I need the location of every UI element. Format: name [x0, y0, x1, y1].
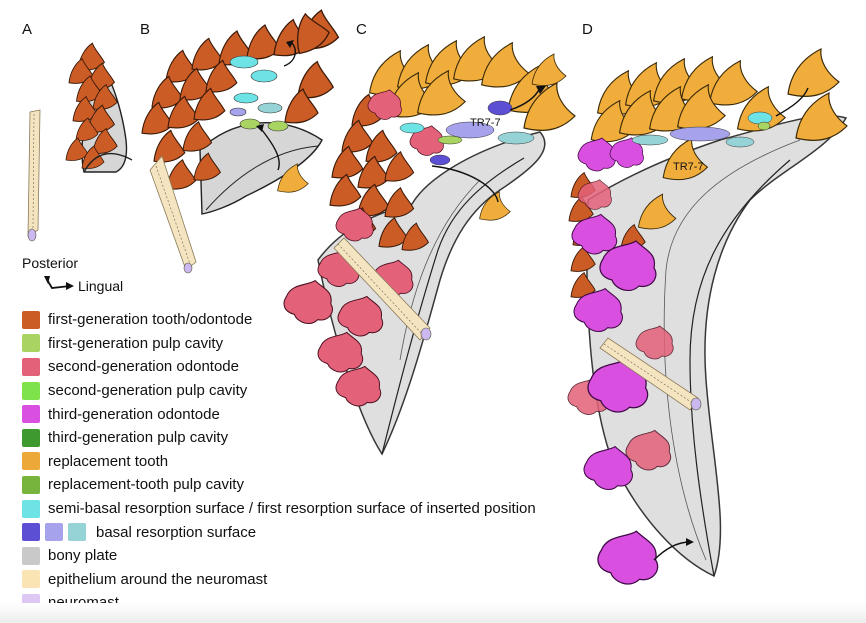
- panel-d-tag: TR7-7: [673, 161, 704, 173]
- panel-a-neuromast: [27, 228, 37, 242]
- legend-swatch: [22, 310, 40, 329]
- legend-swatch: [22, 570, 40, 589]
- legend-swatch: [68, 523, 86, 542]
- panel-c: C: [283, 21, 576, 456]
- panel-a: A: [22, 21, 133, 242]
- panel-d-label: D: [582, 21, 593, 38]
- panel-c-tag: TR7-7: [470, 117, 501, 129]
- panel-a-epithelium: [27, 109, 41, 237]
- lingual-label: Lingual: [78, 278, 124, 294]
- legend-item: semi-basal resorption surface / first re…: [22, 497, 612, 521]
- legend-label: semi-basal resorption surface / first re…: [48, 500, 536, 518]
- legend-label: basal resorption surface: [96, 523, 257, 541]
- panel-d-epithelium: [599, 337, 699, 411]
- legend-item: third-generation odontode: [22, 402, 612, 426]
- legend-label: first-generation pulp cavity: [48, 334, 224, 352]
- legend-item: second-generation odontode: [22, 355, 612, 379]
- legend-item: replacement tooth: [22, 450, 612, 474]
- legend-swatch: [22, 546, 40, 565]
- legend-swatch: [22, 334, 40, 353]
- panel-b-resorption: [229, 55, 289, 132]
- legend-label: replacement tooth: [48, 452, 169, 470]
- panel-c-epithelium: [333, 237, 431, 341]
- posterior-label: Posterior: [22, 255, 79, 271]
- legend-label: bony plate: [48, 547, 118, 565]
- orientation-indicator: [44, 276, 74, 290]
- legend-item: bony plate: [22, 544, 612, 568]
- panel-a-label: A: [22, 21, 32, 38]
- panel-a-teeth: [65, 42, 118, 170]
- panel-c-resorption: [399, 100, 535, 166]
- legend-label: third-generation odontode: [48, 405, 220, 423]
- legend-swatch: [45, 523, 63, 542]
- legend-label: first-generation tooth/odontode: [48, 311, 253, 329]
- panel-b-epithelium: [149, 155, 197, 271]
- bottom-bar: [0, 603, 866, 623]
- legend: first-generation tooth/odontode first-ge…: [22, 308, 612, 615]
- legend-label: second-generation pulp cavity: [48, 382, 248, 400]
- panel-b-label: B: [140, 21, 150, 38]
- legend-item: basal resorption surface: [22, 520, 612, 544]
- panel-c-label: C: [356, 21, 367, 38]
- panel-c-bony-plate: [317, 131, 546, 456]
- legend-swatch: [22, 357, 40, 376]
- legend-label: replacement-tooth pulp cavity: [48, 476, 244, 494]
- legend-swatch: [22, 452, 40, 471]
- legend-swatch: [22, 428, 40, 447]
- legend-label: third-generation pulp cavity: [48, 429, 229, 447]
- legend-item: replacement-tooth pulp cavity: [22, 473, 612, 497]
- legend-swatch: [22, 499, 40, 518]
- panel-d: D: [567, 21, 848, 585]
- legend-item: second-generation pulp cavity: [22, 379, 612, 403]
- legend-swatch: [22, 381, 40, 400]
- legend-item: first-generation pulp cavity: [22, 332, 612, 356]
- legend-item: first-generation tooth/odontode: [22, 308, 612, 332]
- legend-swatch: [22, 523, 40, 542]
- legend-swatch: [22, 475, 40, 494]
- legend-swatch-group: [22, 523, 96, 542]
- panel-d-bony-plate: [586, 114, 848, 578]
- panel-b: B: [140, 7, 340, 274]
- legend-label: second-generation odontode: [48, 358, 239, 376]
- legend-item: third-generation pulp cavity: [22, 426, 612, 450]
- legend-item: epithelium around the neuromast: [22, 568, 612, 592]
- legend-swatch: [22, 405, 40, 424]
- panel-d-resorption: [609, 111, 773, 357]
- legend-label: epithelium around the neuromast: [48, 570, 268, 588]
